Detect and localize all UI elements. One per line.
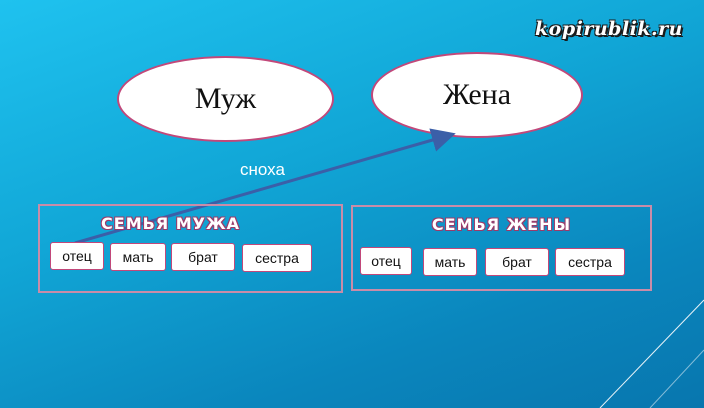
- husband-family-sister: сестра: [242, 244, 312, 272]
- wife-family-father: отец: [360, 247, 412, 275]
- wife-family-sister: сестра: [555, 248, 625, 276]
- wife-family-box: СЕМЬЯ ЖЕНЫ отец мать брат сестра: [351, 205, 652, 291]
- husband-family-mother: мать: [110, 243, 166, 271]
- husband-family-title: СЕМЬЯ МУЖА: [101, 214, 240, 233]
- relation-label: сноха: [240, 160, 285, 179]
- husband-family-brother: брат: [171, 243, 235, 271]
- husband-node: Муж: [117, 56, 334, 142]
- wife-family-mother: мать: [423, 248, 477, 276]
- wife-family-title: СЕМЬЯ ЖЕНЫ: [431, 215, 572, 234]
- husband-family-father: отец: [50, 242, 104, 270]
- wife-node: Жена: [371, 52, 583, 138]
- husband-family-box: СЕМЬЯ МУЖА отец мать брат сестра: [38, 204, 343, 293]
- watermark: kopirublik.ru: [535, 18, 683, 40]
- wife-family-brother: брат: [485, 248, 549, 276]
